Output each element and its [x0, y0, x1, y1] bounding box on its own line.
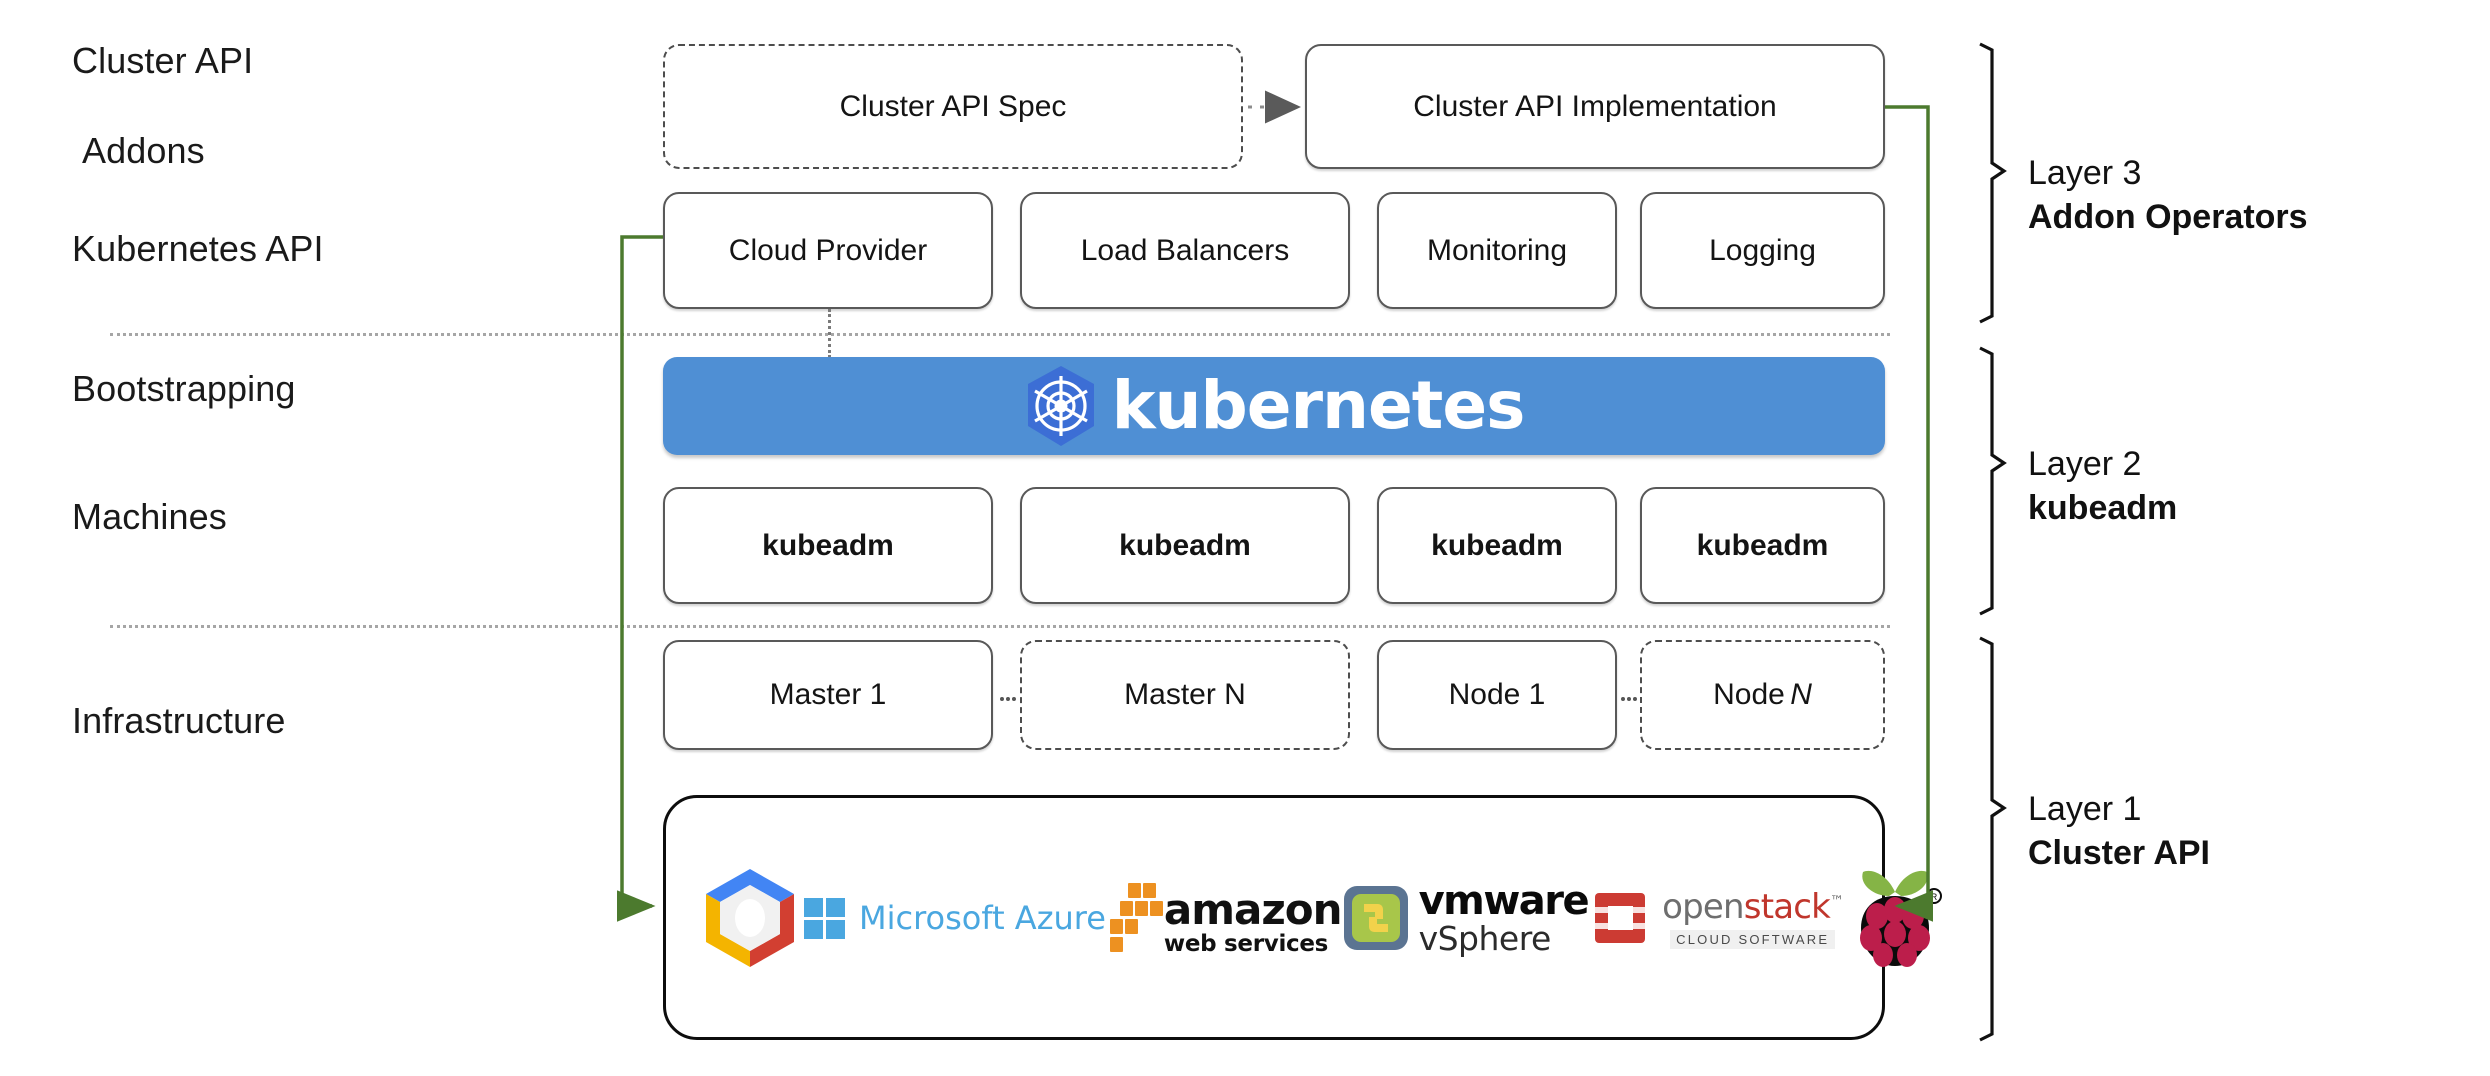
- row-label-cluster-api: Cluster API: [72, 40, 254, 81]
- row-label-kubernetes-api: Kubernetes API: [72, 228, 324, 269]
- openstack-trademark: ™: [1830, 893, 1844, 910]
- addon-box-cloud-provider[interactable]: Cloud Provider: [663, 192, 993, 309]
- machine-box-master-n[interactable]: Master N: [1020, 640, 1350, 750]
- cloud-provider-to-kubernetes-connector: [828, 309, 831, 358]
- google-cloud-platform-icon: [706, 868, 794, 967]
- svg-text:R: R: [1931, 892, 1938, 902]
- layer-1-subtitle: Cluster API: [2028, 833, 2211, 872]
- layer-1-title: Layer 1: [2028, 790, 2142, 828]
- cluster-api-implementation-box[interactable]: Cluster API Implementation: [1305, 44, 1885, 169]
- microsoft-azure-icon: [804, 897, 845, 939]
- row-label-machines: Machines: [72, 496, 227, 537]
- cluster-api-spec-box[interactable]: Cluster API Spec: [663, 44, 1243, 169]
- divider-layer2-layer1: [110, 625, 1890, 628]
- amazon-web-services-sublabel: web services: [1163, 930, 1329, 957]
- logo-openstack[interactable]: openstack™ CLOUD SOFTWARE: [1588, 798, 1844, 1037]
- logo-google-cloud-platform[interactable]: [698, 798, 802, 1037]
- row-label-infrastructure: Infrastructure: [72, 700, 286, 741]
- brace-layer-1: [1979, 636, 2007, 1042]
- amazon-label: amazon: [1163, 884, 1343, 934]
- infrastructure-box[interactable]: Microsoft Azure: [663, 795, 1943, 1040]
- addon-box-logging[interactable]: Logging: [1640, 192, 1885, 309]
- logo-vmware-vsphere[interactable]: vmware vSphere: [1342, 798, 1590, 1037]
- openstack-label-stack: stack: [1743, 886, 1831, 927]
- bootstrap-box-1[interactable]: kubeadm: [663, 487, 993, 604]
- row-label-addons: Addons: [82, 130, 205, 171]
- logo-microsoft-azure[interactable]: Microsoft Azure: [802, 798, 1106, 1037]
- machine-dot-connector-nodes: [1621, 697, 1637, 701]
- layer-2-subtitle: kubeadm: [2028, 488, 2178, 527]
- addon-box-monitoring[interactable]: Monitoring: [1377, 192, 1617, 309]
- machine-box-node-1[interactable]: Node 1: [1377, 640, 1617, 750]
- vmware-vsphere-icon: [1343, 885, 1408, 950]
- machine-box-node-n-label: Node: [1713, 678, 1785, 711]
- divider-layer3-layer2: [110, 333, 1890, 336]
- kubernetes-logo-icon: [1024, 364, 1098, 448]
- layer-label-2: Layer 2 kubeadm: [2028, 443, 2177, 530]
- layer-3-title: Layer 3: [2028, 154, 2142, 192]
- cloud-provider-to-infrastructure-route: [617, 235, 663, 922]
- machine-box-node-n-index: N: [1790, 678, 1812, 711]
- layer-label-3: Layer 3 Addon Operators: [2028, 152, 2308, 239]
- cluster-api-to-infrastructure-route: [1885, 105, 1933, 922]
- microsoft-azure-label: Microsoft Azure: [859, 898, 1106, 937]
- layer-2-title: Layer 2: [2028, 445, 2142, 483]
- kubernetes-banner[interactable]: kubernetes: [663, 357, 1885, 455]
- bootstrap-box-2[interactable]: kubeadm: [1020, 487, 1350, 604]
- machine-dot-connector-masters: [1000, 697, 1016, 701]
- raspberry-pi-icon: R: [1860, 870, 1943, 967]
- amazon-web-services-icon: [1109, 882, 1163, 952]
- brace-layer-3: [1979, 42, 2007, 324]
- openstack-icon: [1595, 892, 1646, 943]
- logo-amazon-web-services[interactable]: amazon web services: [1106, 798, 1343, 1037]
- vmware-label: vmware: [1418, 877, 1590, 924]
- layer-label-1: Layer 1 Cluster API: [2028, 788, 2210, 875]
- kubernetes-wordmark: kubernetes: [1111, 367, 1526, 444]
- openstack-label-open: open: [1662, 886, 1744, 927]
- machine-box-master-1[interactable]: Master 1: [663, 640, 993, 750]
- brace-layer-2: [1979, 346, 2007, 616]
- vsphere-label: vSphere: [1418, 918, 1552, 958]
- addon-box-load-balancers[interactable]: Load Balancers: [1020, 192, 1350, 309]
- openstack-sublabel: CLOUD SOFTWARE: [1670, 929, 1836, 949]
- logo-raspberry-pi[interactable]: R: [1843, 798, 1947, 1037]
- bootstrap-box-4[interactable]: kubeadm: [1640, 487, 1885, 604]
- row-label-bootstrapping: Bootstrapping: [72, 368, 296, 409]
- bootstrap-box-3[interactable]: kubeadm: [1377, 487, 1617, 604]
- layer-3-subtitle: Addon Operators: [2028, 197, 2308, 236]
